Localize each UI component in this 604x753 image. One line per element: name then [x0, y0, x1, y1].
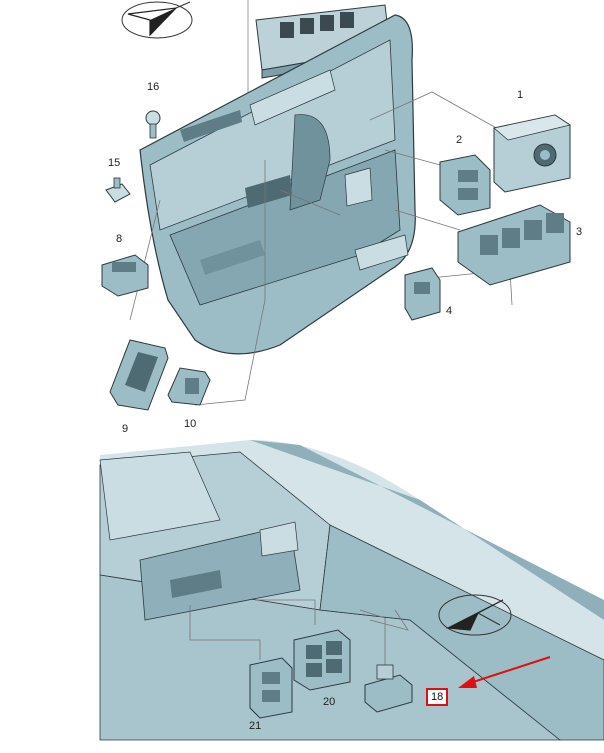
- callout-1: 1: [517, 89, 524, 101]
- callout-3: 3: [576, 226, 583, 238]
- callout-15: 15: [108, 157, 121, 169]
- highlight-arrow: [458, 656, 551, 688]
- callout-4: 4: [446, 305, 453, 317]
- part-16-clip: [145, 110, 161, 139]
- compass-icon: [121, 1, 193, 39]
- compass-icon-2: [438, 594, 512, 636]
- door-trim-panel: [139, 14, 416, 355]
- part-9-switch: [109, 339, 169, 411]
- callout-9: 9: [122, 423, 129, 435]
- part-1-mirror-switch: [493, 114, 571, 193]
- callout-10: 10: [184, 418, 197, 430]
- callout-8: 8: [116, 233, 123, 245]
- callout-18-highlighted: 18: [426, 688, 449, 706]
- part-10-switch: [167, 367, 211, 406]
- part-21-switch: [249, 657, 293, 719]
- callout-16: 16: [147, 81, 160, 93]
- leader-lines-bottom: [189, 599, 409, 665]
- callout-2: 2: [456, 134, 463, 146]
- part-8-switch: [101, 254, 149, 297]
- callout-20: 20: [323, 696, 336, 708]
- callout-21: 21: [249, 720, 262, 732]
- part-20-switch: [293, 629, 351, 691]
- part-18-switch: [364, 664, 413, 713]
- part-15-clip: [105, 177, 131, 203]
- part-4-switch: [404, 267, 441, 321]
- interior-view: [99, 440, 604, 741]
- part-2-switch: [439, 154, 491, 216]
- part-3-window-switch: [457, 204, 571, 286]
